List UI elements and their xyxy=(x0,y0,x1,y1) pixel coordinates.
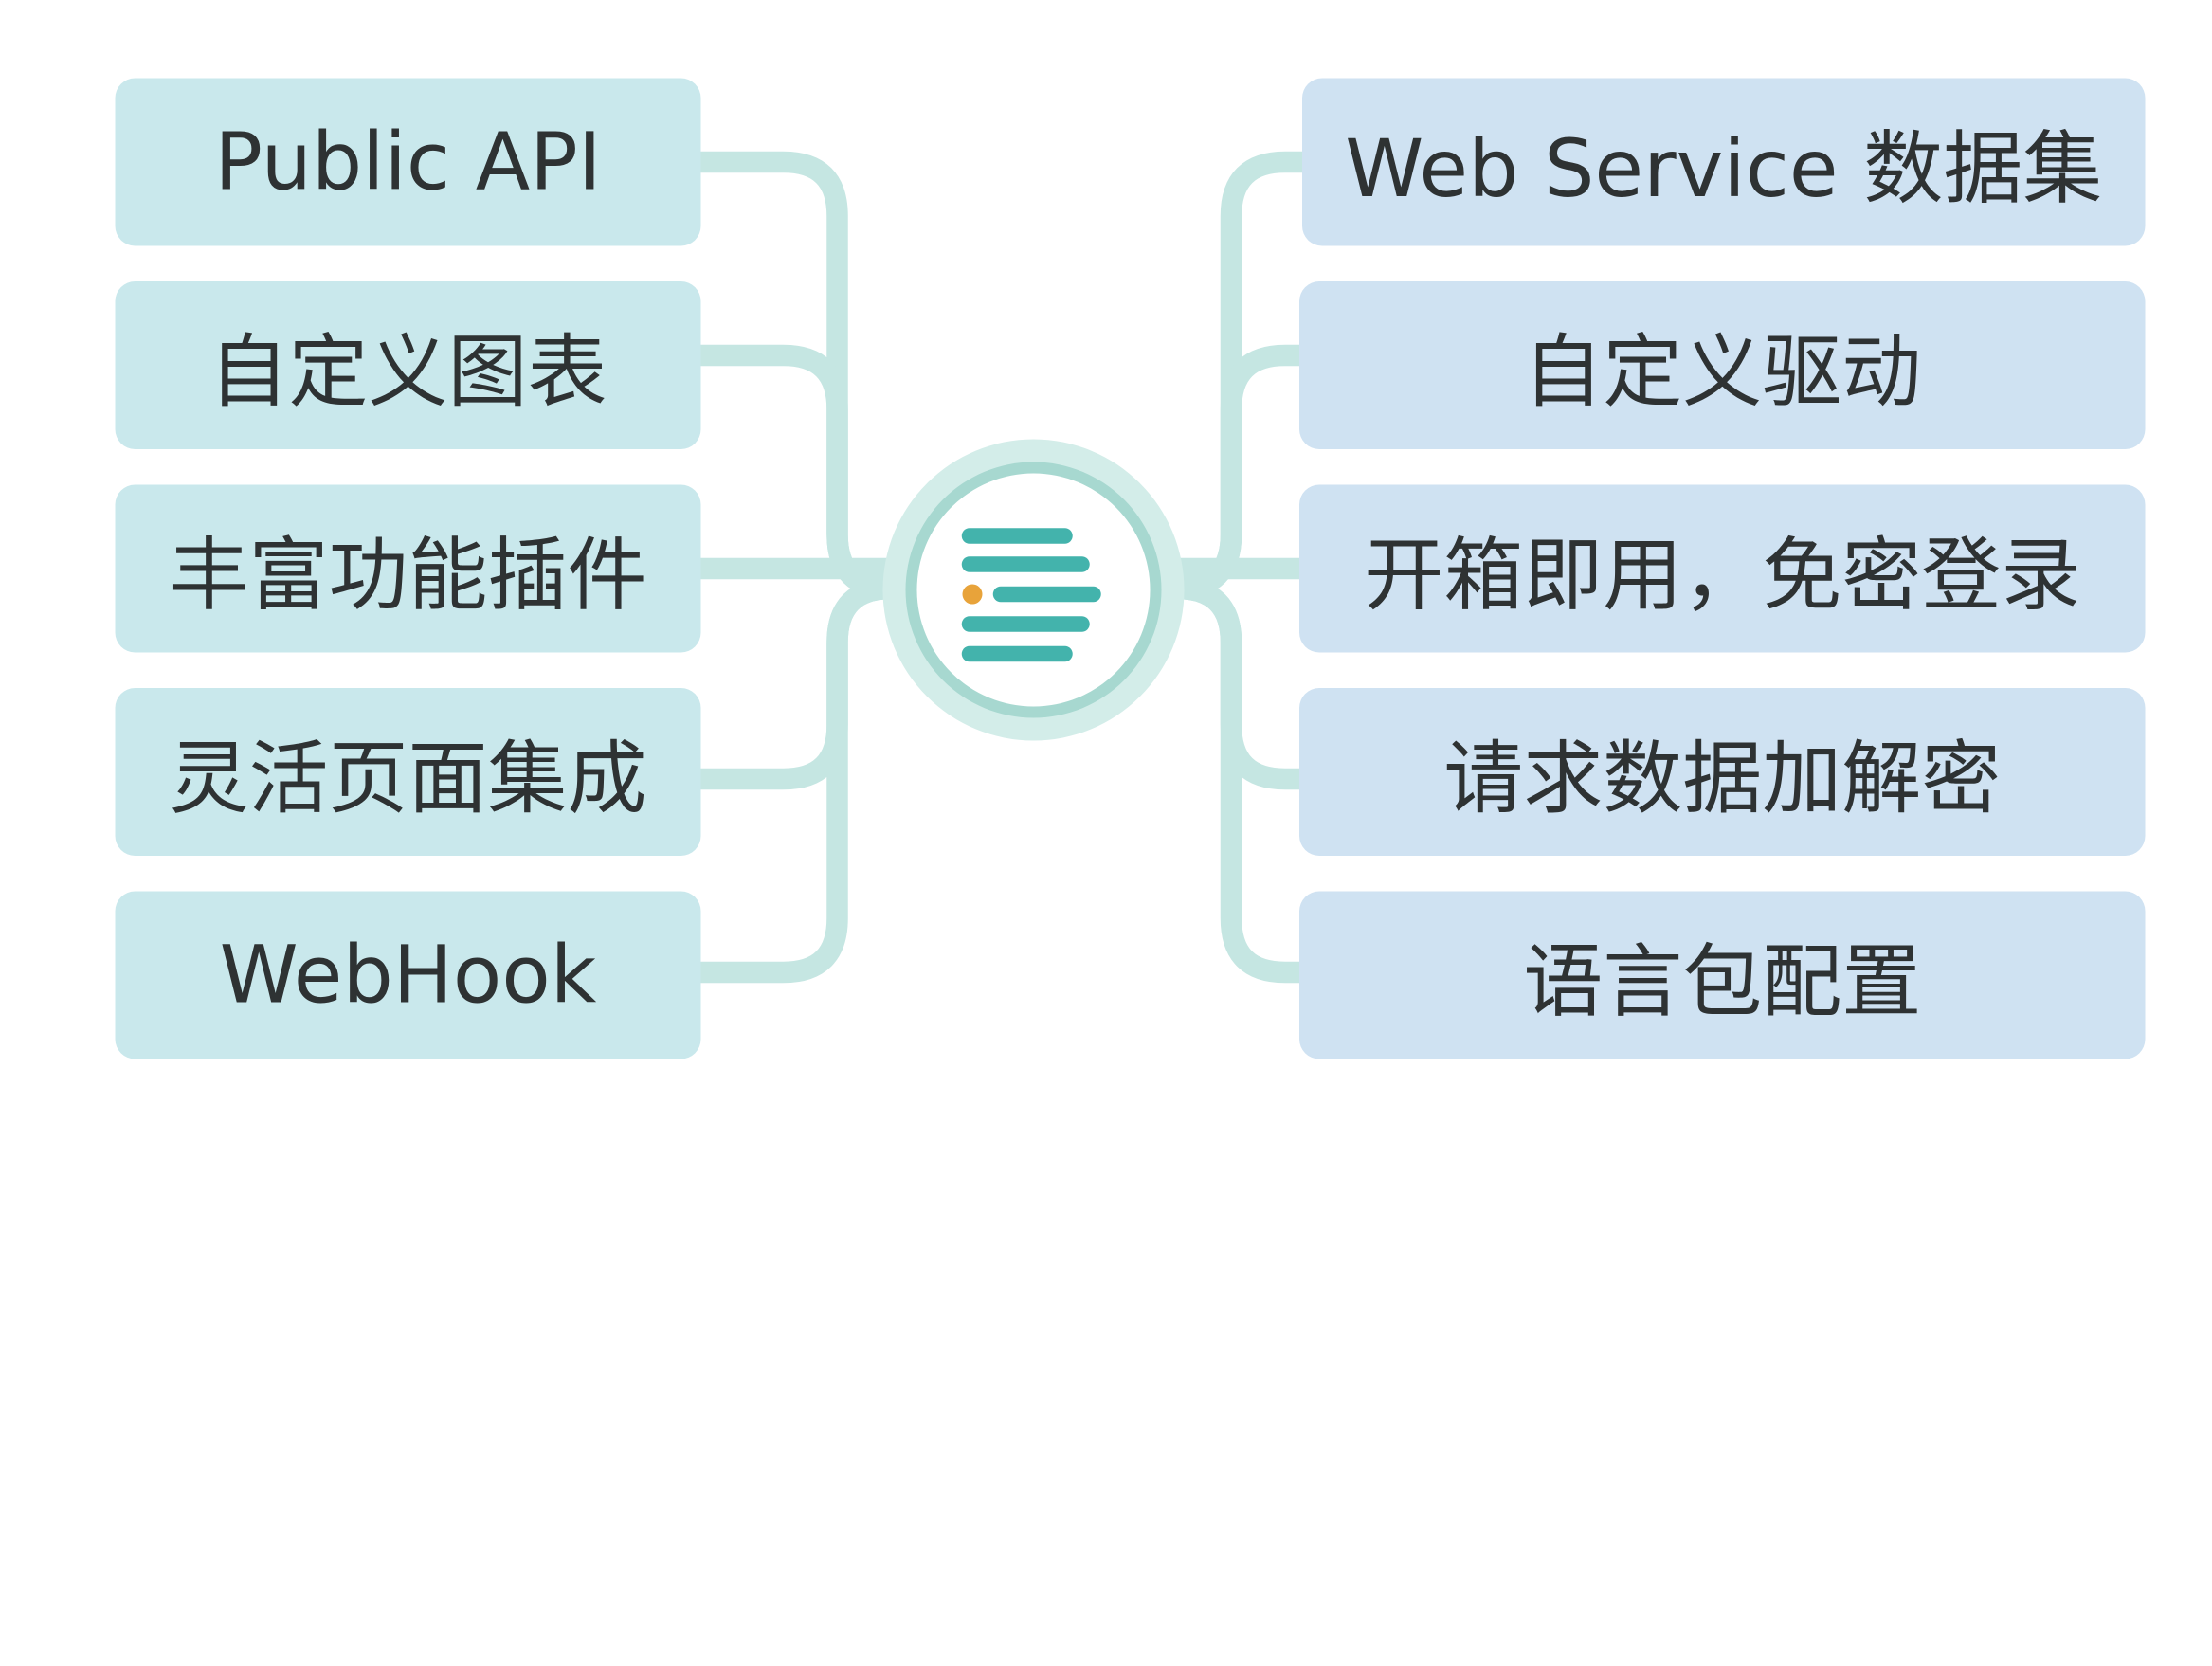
right-node-language-pack: 语言包配置 xyxy=(1299,891,2146,1059)
right-node-sso-login: 开箱即用，免密登录 xyxy=(1299,484,2146,653)
left-node-label: 自定义图表 xyxy=(209,326,607,419)
left-node-label: Public API xyxy=(214,116,602,208)
left-node-label: 灵活页面集成 xyxy=(169,733,647,825)
connector-lines xyxy=(690,151,1314,984)
right-node-label: 自定义驱动 xyxy=(1523,326,1922,419)
right-node-custom-driver: 自定义驱动 xyxy=(1299,281,2146,449)
left-node-page-integration: 灵活页面集成 xyxy=(115,688,701,856)
connector-left-2 xyxy=(690,344,902,600)
left-node-custom-chart: 自定义图表 xyxy=(115,281,701,449)
left-node-plugins: 丰富功能插件 xyxy=(115,484,701,653)
connector-left-5 xyxy=(690,577,902,984)
left-node-public-api: Public API xyxy=(115,78,701,246)
left-node-label: WebHook xyxy=(219,929,597,1022)
connector-right-2 xyxy=(1166,344,1311,600)
right-node-request-encryption: 请求数据加解密 xyxy=(1299,688,2146,856)
right-node-label: 请求数据加解密 xyxy=(1443,733,2002,825)
orange-dot xyxy=(962,584,983,605)
menu-lines-icon xyxy=(961,528,1101,662)
left-node-webhook: WebHook xyxy=(115,891,701,1059)
right-node-label: Web Service 数据集 xyxy=(1345,122,2103,216)
right-node-web-service-dataset: Web Service 数据集 xyxy=(1302,78,2146,246)
right-node-label: 开箱即用，免密登录 xyxy=(1364,529,2081,623)
left-node-label: 丰富功能插件 xyxy=(169,529,647,623)
right-node-label: 语言包配置 xyxy=(1523,935,1922,1029)
connector-right-5 xyxy=(1166,577,1311,984)
